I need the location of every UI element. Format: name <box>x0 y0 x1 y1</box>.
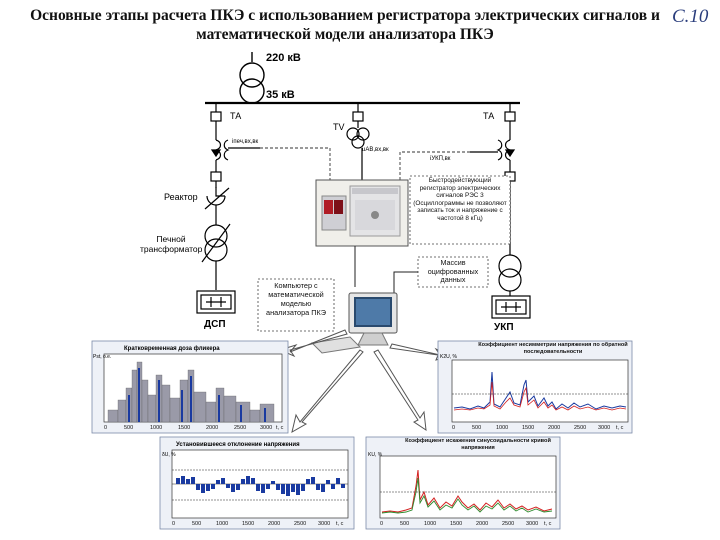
arc-furnace <box>196 290 236 314</box>
ta-left-label: ТА <box>230 111 241 121</box>
tv-label: TV <box>333 122 345 132</box>
flicker-y-label: Pst, o.e. <box>93 354 111 360</box>
deviation-y-label: δU, % <box>162 452 176 458</box>
reactor-label: Реактор <box>164 192 198 202</box>
deviation-chart: Установившееся отклонение напряжения δU,… <box>159 436 355 530</box>
main-transformer <box>239 52 265 104</box>
flicker-chart-title: Кратковременная доза фликера <box>124 345 220 352</box>
deviation-x-tick-4: 2000 <box>268 521 280 527</box>
voltage-mv-label: 35 кВ <box>266 89 295 101</box>
distortion-x-tick-3: 1500 <box>450 521 462 527</box>
flicker-chart: Кратковременная доза фликера Pst, o.e. <box>91 340 289 434</box>
compensation-unit <box>491 295 531 319</box>
data-arrays-label: Массив оцифрованных данных <box>427 259 479 285</box>
deviation-x-tick-5: 2500 <box>294 521 306 527</box>
flicker-x-tick-1: 500 <box>124 425 133 431</box>
unbalance-y-label: K2U, % <box>440 354 458 360</box>
unbalance-x-tick-1: 500 <box>472 425 481 431</box>
unbalance-x-tick-2: 1000 <box>496 425 508 431</box>
unbalance-x-tick-6: 3000 <box>598 425 610 431</box>
deviation-x-tick-0: 0 <box>172 521 175 527</box>
recorder-device <box>315 179 409 247</box>
flicker-x-tick-2: 1000 <box>150 425 162 431</box>
deviation-chart-title: Установившееся отклонение напряжения <box>176 442 300 448</box>
furnace-transformer-label: Печной трансформатор <box>140 234 202 254</box>
deviation-bars <box>176 476 345 496</box>
flicker-x-tick-3: 1500 <box>178 425 190 431</box>
slide-title: Основные этапы расчета ПКЭ с использован… <box>30 7 660 43</box>
distortion-chart-title: Коэффициент искажения синусоидальности к… <box>405 438 551 451</box>
distortion-x-unit: t, с <box>544 521 552 527</box>
computer-icon <box>310 292 398 354</box>
distortion-red-series <box>381 469 553 513</box>
chart-arrows <box>278 329 452 434</box>
unbalance-chart-title: Коэффициент несимметрии напряжения по об… <box>478 342 628 355</box>
distortion-green-series <box>381 477 553 514</box>
right-feeder <box>470 103 522 296</box>
ukp-label: УКП <box>494 322 514 333</box>
deviation-x-tick-3: 1500 <box>242 521 254 527</box>
flicker-x-tick-6: 3000 <box>260 425 272 431</box>
page-number: С.10 <box>672 6 709 27</box>
distortion-chart: Коэффициент искажения синусоидальности к… <box>365 436 561 530</box>
voltage-transformer <box>346 103 370 180</box>
flicker-x-tick-4: 2000 <box>206 425 218 431</box>
flicker-x-tick-5: 2500 <box>234 425 246 431</box>
distortion-x-tick-0: 0 <box>380 521 383 527</box>
flicker-blue-bars <box>128 368 266 422</box>
deviation-x-unit: t, с <box>336 521 344 527</box>
distortion-x-tick-5: 2500 <box>502 521 514 527</box>
deviation-x-tick-1: 500 <box>192 521 201 527</box>
distortion-x-tick-6: 3000 <box>526 521 538 527</box>
recorder-label: Быстродействующий регистратор электричес… <box>413 177 507 222</box>
dsp-label: ДСП <box>204 319 226 330</box>
flow-connectors <box>354 246 418 293</box>
recorder-description-box <box>409 175 511 245</box>
voltage-bus-label: uАВ,вх,вк <box>362 147 389 153</box>
current-left-label: iпеч,вх,вк <box>232 139 259 145</box>
deviation-x-tick-2: 1000 <box>216 521 228 527</box>
computer-model-box <box>257 278 335 332</box>
flicker-x-tick-0: 0 <box>104 425 107 431</box>
unbalance-x-unit: t, с <box>616 425 624 431</box>
ta-right-label: ТА <box>483 111 494 121</box>
chart-x-ticks: 0 500 1000 1500 2000 2500 3000 t, с 0 50… <box>104 425 624 527</box>
distortion-x-tick-1: 500 <box>400 521 409 527</box>
unbalance-red-series <box>453 381 627 411</box>
left-feeder <box>201 103 260 290</box>
computer-model-label: Компьютер с математической моделью анали… <box>266 281 326 317</box>
unbalance-x-tick-0: 0 <box>452 425 455 431</box>
flicker-x-unit: t, с <box>276 425 284 431</box>
signal-lines <box>260 147 470 180</box>
distortion-x-tick-2: 1000 <box>424 521 436 527</box>
current-right-label: iУКП,вк <box>430 156 451 162</box>
voltage-hv-label: 220 кВ <box>266 52 301 64</box>
unbalance-x-tick-4: 2000 <box>548 425 560 431</box>
deviation-x-tick-6: 3000 <box>318 521 330 527</box>
unbalance-chart: Коэффициент несимметрии напряжения по об… <box>437 340 633 434</box>
distortion-x-tick-4: 2000 <box>476 521 488 527</box>
unbalance-x-tick-5: 2500 <box>574 425 586 431</box>
distortion-y-label: KU, % <box>368 452 383 458</box>
unbalance-x-tick-3: 1500 <box>522 425 534 431</box>
